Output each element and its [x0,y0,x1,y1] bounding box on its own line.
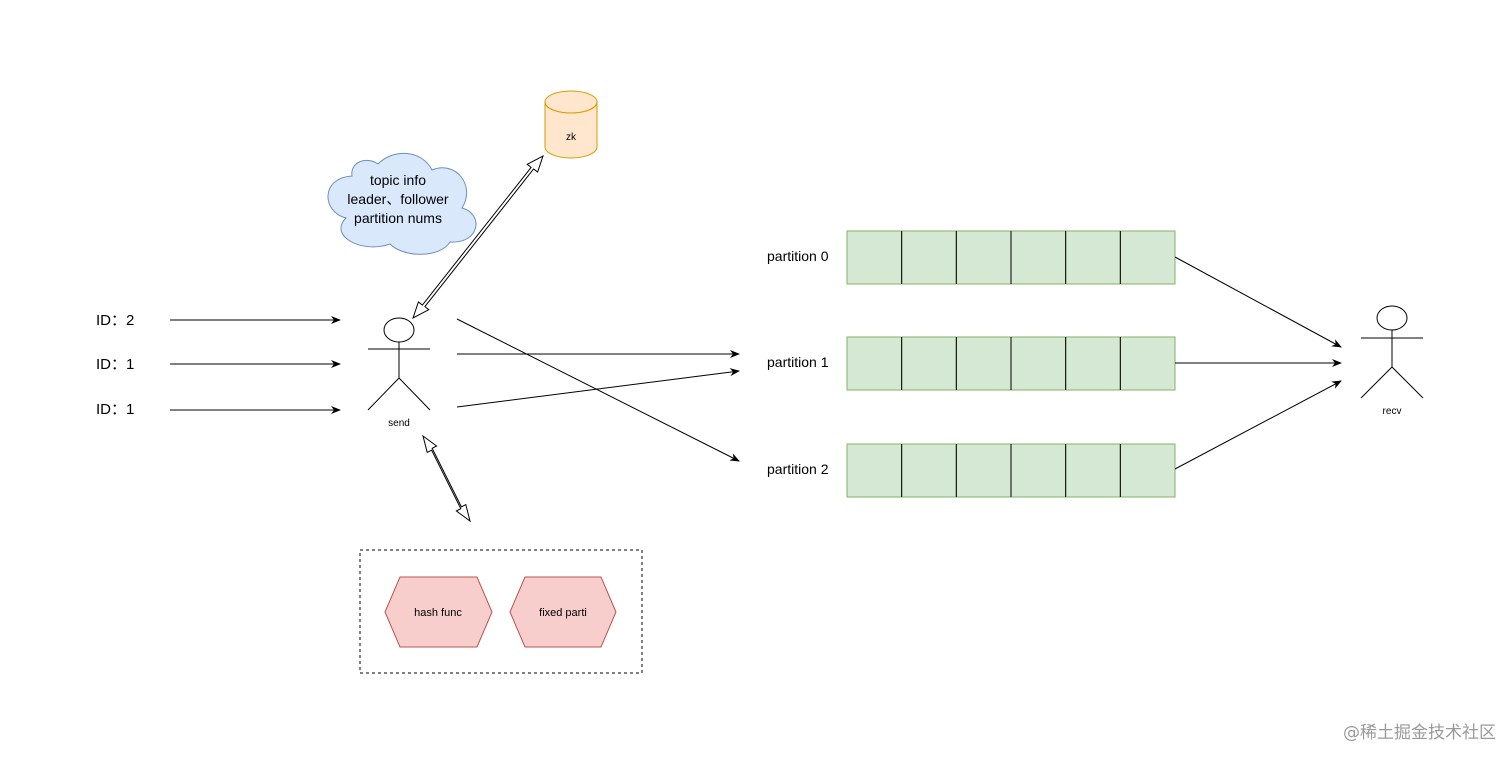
hash-func-hexagon [384,576,493,648]
partition-1-cell [901,336,957,391]
fixed-parti-label: fixed parti [539,607,587,619]
sender-label: send [388,418,410,429]
sender-actor [367,317,431,411]
partition-2-cell [955,443,1012,498]
partition-strategy-box [359,549,643,674]
partition-label-1: partition 1 [767,354,829,370]
receiver-actor [1360,305,1424,399]
cloud-line-2: partition nums [354,210,442,226]
partition-1-cell [1010,336,1067,391]
recv-arrow-from-partition-2 [1174,380,1342,470]
partition-1-cell [1119,336,1176,391]
input-label-1: ID：1 [96,356,134,373]
hash-func-label: hash func [414,607,462,619]
input-label-0: ID：2 [96,312,134,329]
partition-2-cell [901,443,957,498]
cloud-line-0: topic info [370,172,426,188]
send-arrow-to-partition-2 [456,318,740,462]
partition-2-cell [1119,443,1176,498]
sender-zk-double-arrow [412,154,544,320]
partition-1-cell [846,336,903,391]
partition-1-cell [955,336,1012,391]
partition-0-cell [1065,230,1121,285]
partition-0-cell [1119,230,1176,285]
partition-0-cell [1010,230,1067,285]
partition-0-cell [846,230,903,285]
partition-2-cell [1065,443,1121,498]
fixed-parti-hexagon [509,576,617,648]
partition-queues [846,230,1176,498]
zk-label: zk [566,132,577,143]
watermark: @稀土掘金技术社区 [1343,723,1496,743]
input-label-2: ID：1 [96,401,134,418]
cloud-line-1: leader、follower [347,191,448,207]
partition-2-cell [1010,443,1067,498]
zk-database [544,90,598,159]
sender-strategy-double-arrow [422,434,471,523]
send-arrow-to-partition-1b [456,368,740,408]
partition-0-cell [901,230,957,285]
topic-info-cloud [327,152,477,255]
partition-0-cell [955,230,1012,285]
partition-label-2: partition 2 [767,461,829,477]
partition-1-cell [1065,336,1121,391]
recv-arrow-from-partition-0 [1174,256,1342,348]
partition-2-cell [846,443,903,498]
partition-label-0: partition 0 [767,248,829,264]
receiver-label: recv [1383,406,1402,417]
